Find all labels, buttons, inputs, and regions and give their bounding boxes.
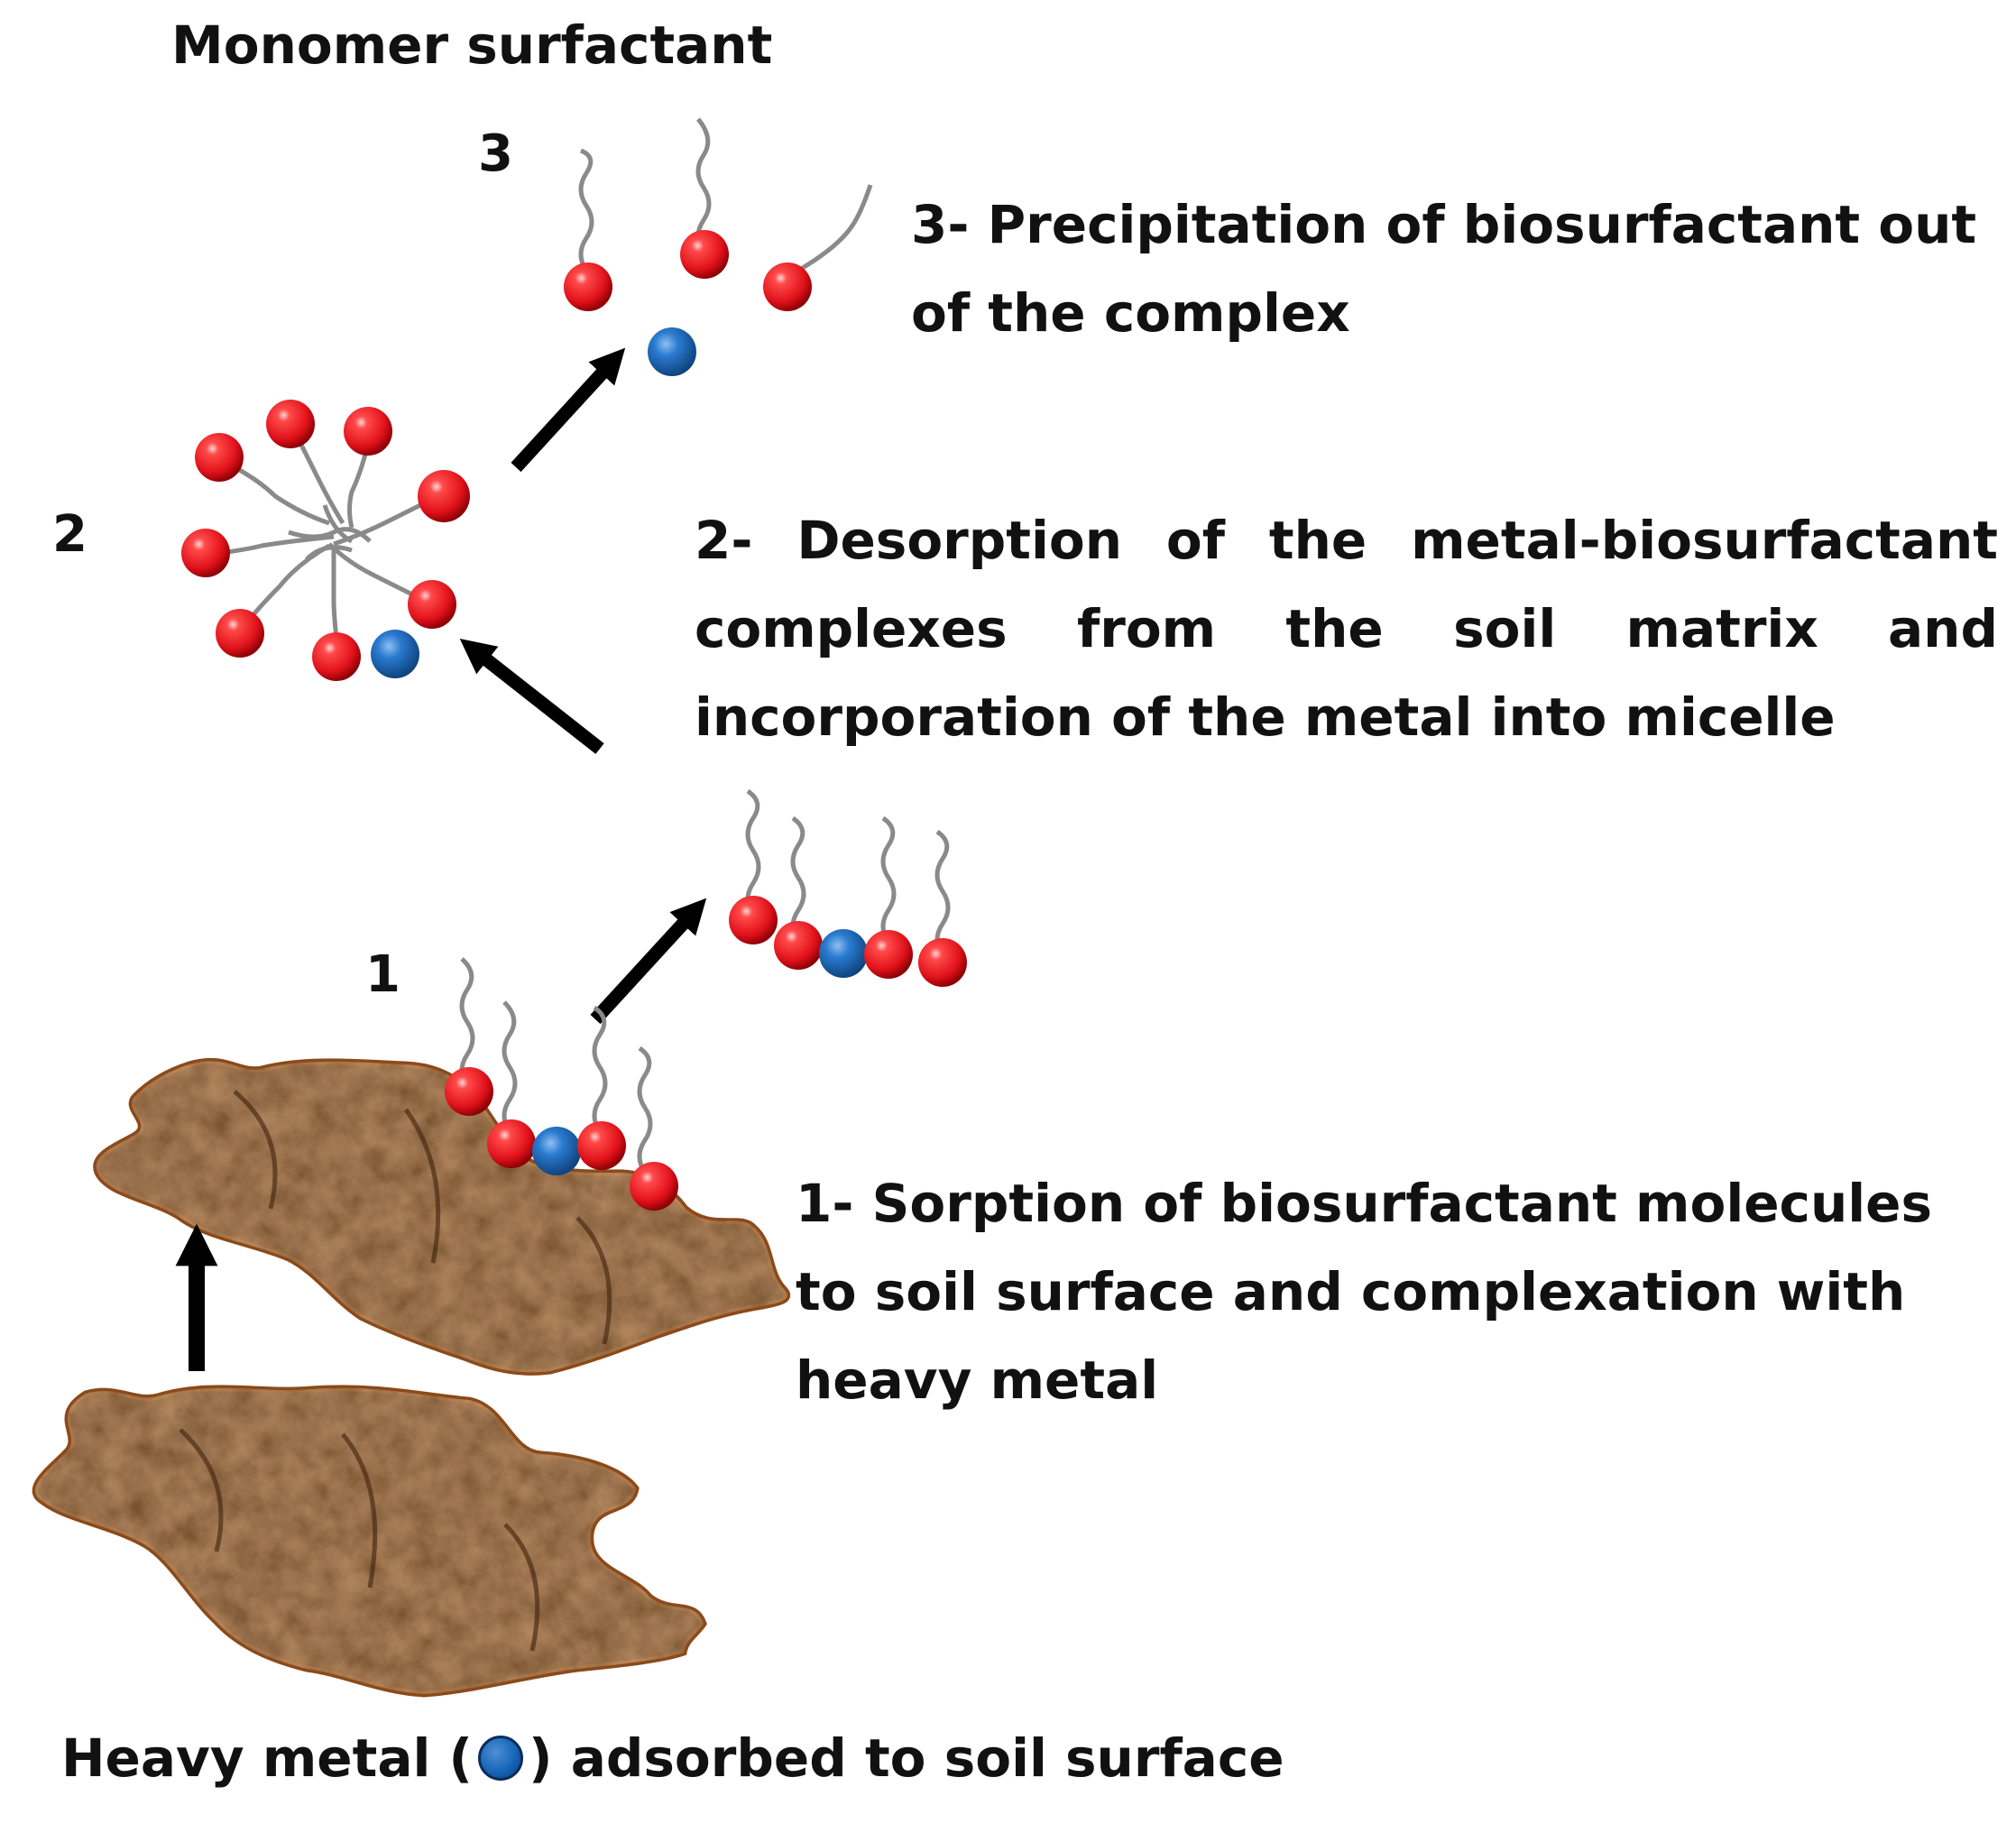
complex-heavy-metal <box>819 929 868 978</box>
step1-description: 1- Sorption of biosurfactant molecules t… <box>796 1173 1932 1411</box>
heavy-metal-legend: Heavy metal ( ) adsorbed to soil surface <box>61 1727 1284 1789</box>
monomer-tails <box>578 117 873 278</box>
legend-suffix: ) adsorbed to soil surface <box>529 1727 1284 1789</box>
arrows <box>175 347 707 1371</box>
step-number-1: 1 <box>365 945 400 1004</box>
step-number-2: 2 <box>52 505 87 564</box>
step2-description: 2- Desorption of the metal-biosurfactant… <box>695 510 1998 748</box>
arrow-to-precipitation <box>511 347 626 473</box>
arrow-to-micelle <box>459 638 604 754</box>
micelle-heads <box>181 400 470 681</box>
soil-particle-initial <box>32 1385 707 1698</box>
free-heavy-metal <box>648 327 696 376</box>
heavy-metal-legend-icon <box>478 1736 524 1781</box>
step3-description: 3- Precipitation of biosurfactant out of… <box>911 194 1977 344</box>
step1-sorbed-surfactants <box>459 957 653 1174</box>
monomer-heads <box>564 230 812 376</box>
desorbed-complex-tails <box>745 788 951 958</box>
micelle-heavy-metal <box>371 630 419 678</box>
desorbed-complex-heads <box>729 896 967 987</box>
sorbed-heavy-metal <box>532 1127 581 1175</box>
soil-particle-step1 <box>93 1057 790 1376</box>
arrow-to-desorbed-complex <box>590 898 707 1025</box>
monomer-surfactant-title: Monomer surfactant <box>171 14 773 76</box>
step-number-3: 3 <box>478 124 513 183</box>
legend-prefix: Heavy metal ( <box>61 1727 474 1789</box>
step1-sorbed-heads <box>445 1067 678 1211</box>
